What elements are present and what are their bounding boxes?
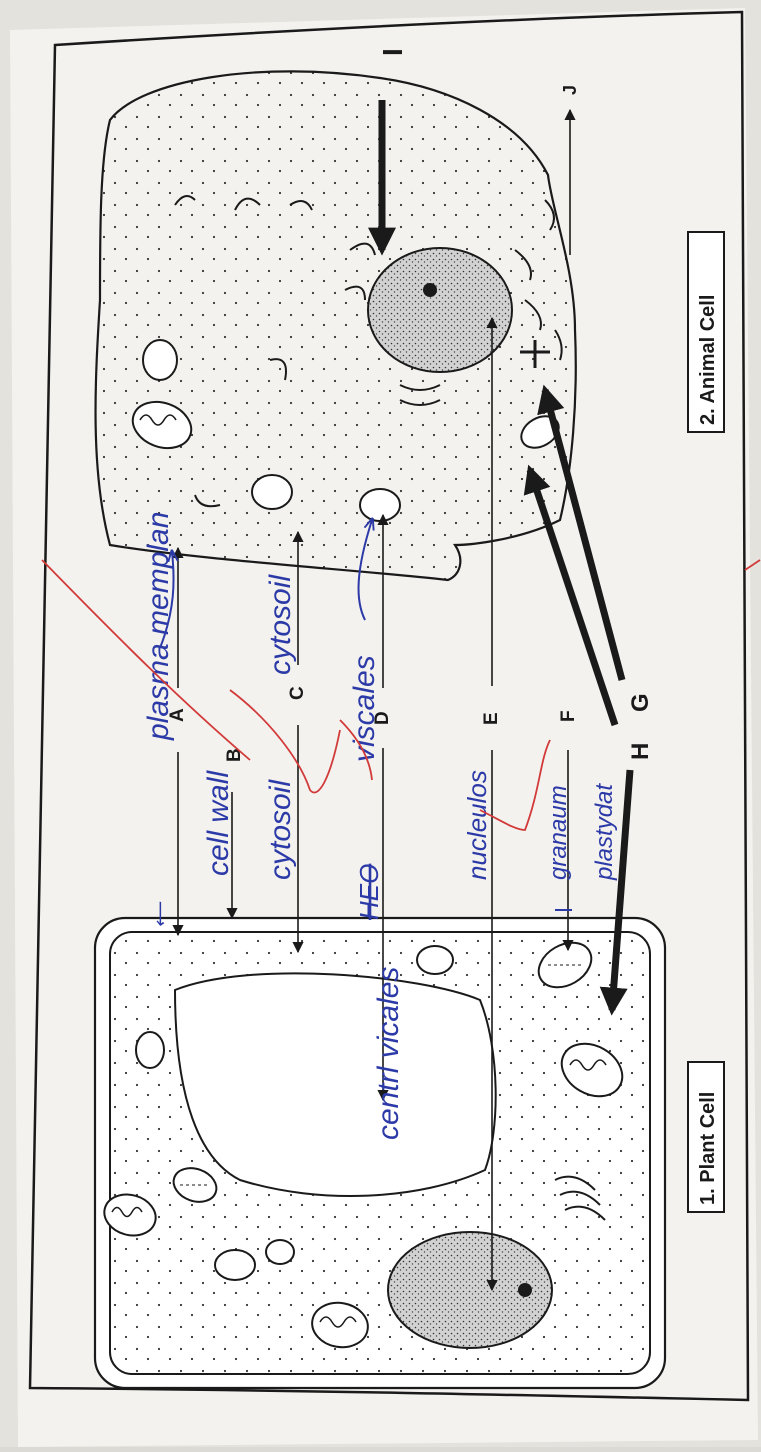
handwriting-cell-wall: cell wall <box>202 770 235 876</box>
handwriting-cytosoil-right: cytosoil <box>264 574 297 675</box>
handwriting-viscales: viscales <box>348 655 381 762</box>
pen-arrows <box>159 520 572 911</box>
diagram-frame <box>28 10 750 1402</box>
plant-cell-title: 1. Plant Cell <box>697 1092 719 1205</box>
vesicle-icon <box>359 488 401 522</box>
pointer-lines <box>172 108 576 1292</box>
mitochondrion-icon <box>311 1301 369 1349</box>
animal-nucleus <box>367 247 513 373</box>
chloroplast-icon <box>172 1167 218 1203</box>
arrow-mark: ⟵ <box>150 901 170 928</box>
central-vacuole <box>173 972 497 1198</box>
mitochondrion-icon <box>131 400 193 450</box>
handwriting-central-vicales: centrl vicales <box>372 967 405 1140</box>
mitochondrion-icon <box>103 1193 157 1237</box>
label-G: G <box>627 693 654 712</box>
animal-cell-title-box: 2. Animal Cell <box>687 231 725 433</box>
animal-cell-membrane <box>94 70 577 582</box>
handwriting-cytosoil-left: cytosoil <box>264 779 297 880</box>
handwriting-nucleulos: nucleulos <box>462 770 492 880</box>
handwriting-plastydat: plastydat <box>591 783 618 881</box>
mitochondrion-icon <box>560 1042 624 1098</box>
golgi-apparatus <box>554 1175 606 1221</box>
label-B: B <box>224 748 245 762</box>
label-C: C <box>287 686 308 700</box>
mitochondrion-icon <box>520 415 560 449</box>
animal-cell <box>94 70 577 582</box>
handwriting-crossed-word: HEO <box>354 864 384 920</box>
centriole-icon <box>520 340 550 368</box>
label-D: D <box>372 711 393 725</box>
vesicle-icon <box>214 1249 256 1281</box>
plant-nucleus <box>387 1231 553 1349</box>
vesicle-icon <box>251 474 293 510</box>
label-A: A <box>167 708 188 722</box>
handwriting-plasma-membrane: plasma memplan <box>142 512 175 741</box>
label-H: H <box>627 743 654 760</box>
vesicle-icon <box>265 1239 295 1265</box>
animal-cell-title: 2. Animal Cell <box>697 295 719 425</box>
endoplasmic-reticulum <box>174 195 563 508</box>
label-I: I <box>377 48 408 56</box>
vesicle-icon <box>135 1031 165 1069</box>
vesicle-icon <box>416 945 454 975</box>
plant-nucleolus <box>518 1283 532 1297</box>
label-F: F <box>558 710 579 722</box>
plant-cell <box>93 916 667 1390</box>
red-check-marks <box>41 559 761 831</box>
label-J: J <box>560 85 580 95</box>
handwriting-granaum: granaum <box>545 785 572 880</box>
vesicle-icon <box>142 339 178 381</box>
plant-cell-title-box: 1. Plant Cell <box>687 1061 725 1213</box>
label-E: E <box>481 712 502 725</box>
animal-nucleolus <box>423 283 437 297</box>
chloroplast-icon <box>537 941 593 989</box>
bold-arrows <box>368 100 634 1016</box>
